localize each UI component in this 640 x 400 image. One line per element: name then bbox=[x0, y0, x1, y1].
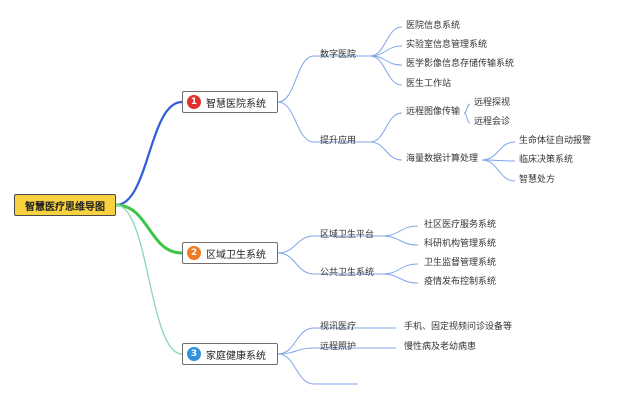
root-to-branch-2-line bbox=[115, 203, 183, 255]
l2-node-2-2-2[interactable]: 疫情发布控制系统 bbox=[424, 277, 497, 287]
l2-node-2-1-2[interactable]: 科研机构管理系统 bbox=[424, 239, 497, 249]
edge-2-1-1 bbox=[381, 225, 419, 237]
root-to-branch-3-line bbox=[115, 204, 183, 355]
branch-label-2: 区域卫生系统 bbox=[206, 249, 266, 261]
edge-1-2-1-1 bbox=[463, 103, 471, 114]
root-to-branch-1-line bbox=[115, 100, 183, 207]
number-badge-1: 1 bbox=[187, 95, 201, 109]
branch-3-to-1-line bbox=[277, 327, 315, 355]
branch-1-to-1-line bbox=[277, 55, 315, 103]
edge-2-2-1 bbox=[381, 263, 419, 275]
edge-1-2-2-3 bbox=[481, 159, 516, 182]
number-badge-2: 2 bbox=[187, 246, 201, 260]
l1-node-2-1[interactable]: 区域卫生平台 bbox=[320, 230, 375, 240]
edge-2-1-2 bbox=[381, 235, 419, 246]
edge-1-1-1 bbox=[369, 26, 403, 57]
l2-node-3-2-1[interactable]: 慢性病及老幼病患 bbox=[404, 342, 477, 352]
root-label: 智慧医疗思维导图 bbox=[25, 201, 105, 213]
edge-1-2-1-2 bbox=[463, 112, 471, 124]
l3-node-1-2-2-1[interactable]: 生命体征自动报警 bbox=[519, 136, 592, 146]
branch-node-2[interactable]: 2 区域卫生系统 bbox=[182, 242, 278, 264]
branch-label-1: 智慧医院系统 bbox=[206, 98, 266, 110]
l1-node-1-2[interactable]: 提升应用 bbox=[320, 136, 357, 146]
l2-node-1-1-4[interactable]: 医生工作站 bbox=[406, 79, 452, 89]
branch-3-to-2-line bbox=[277, 347, 315, 355]
edge-1-2-2-1 bbox=[481, 141, 516, 161]
l2-node-3-1-1[interactable]: 手机、固定视频问诊设备等 bbox=[404, 322, 513, 332]
edge-1-2-2 bbox=[369, 141, 403, 161]
l2-node-2-1-1[interactable]: 社区医疗服务系统 bbox=[424, 220, 497, 230]
l3-node-1-2-1-2[interactable]: 远程会诊 bbox=[474, 117, 511, 127]
branch-label-3: 家庭健康系统 bbox=[206, 350, 266, 362]
edge-2-2-2 bbox=[381, 273, 419, 284]
l1-node-3-1[interactable]: 视讯医疗 bbox=[320, 322, 357, 332]
edge-1-1-2 bbox=[369, 45, 403, 57]
root-node[interactable]: 智慧医疗思维导图 bbox=[14, 194, 116, 216]
l3-node-1-2-1-1[interactable]: 远程探视 bbox=[474, 98, 511, 108]
l1-node-2-2[interactable]: 公共卫生系统 bbox=[320, 268, 375, 278]
number-badge-3: 3 bbox=[187, 347, 201, 361]
l2-node-2-2-1[interactable]: 卫生监督管理系统 bbox=[424, 258, 497, 268]
l2-node-1-1-3[interactable]: 医学影像信息存储传输系统 bbox=[406, 59, 515, 69]
l2-node-1-2-2[interactable]: 海量数据计算处理 bbox=[406, 154, 479, 164]
branch-1-to-2-line bbox=[277, 101, 315, 143]
branch-2-to-2-line bbox=[277, 252, 315, 275]
l1-node-3-2[interactable]: 远程照护 bbox=[320, 342, 357, 352]
branch-3-to-3-line bbox=[277, 353, 315, 385]
branch-2-to-1-line bbox=[277, 235, 315, 254]
branch-node-1[interactable]: 1 智慧医院系统 bbox=[182, 91, 278, 113]
edge-1-2-1 bbox=[369, 112, 403, 143]
l2-node-1-1-2[interactable]: 实验室信息管理系统 bbox=[406, 40, 488, 50]
l3-node-1-2-2-3[interactable]: 智慧处方 bbox=[519, 175, 556, 185]
l1-node-1-1[interactable]: 数字医院 bbox=[320, 50, 357, 60]
l2-node-1-2-1[interactable]: 远程图像传输 bbox=[406, 107, 461, 117]
edge-1-1-4 bbox=[369, 55, 403, 86]
branch-node-3[interactable]: 3 家庭健康系统 bbox=[182, 343, 278, 365]
l3-node-1-2-2-2[interactable]: 临床决策系统 bbox=[519, 155, 574, 165]
l2-node-1-1-1[interactable]: 医院信息系统 bbox=[406, 21, 461, 31]
